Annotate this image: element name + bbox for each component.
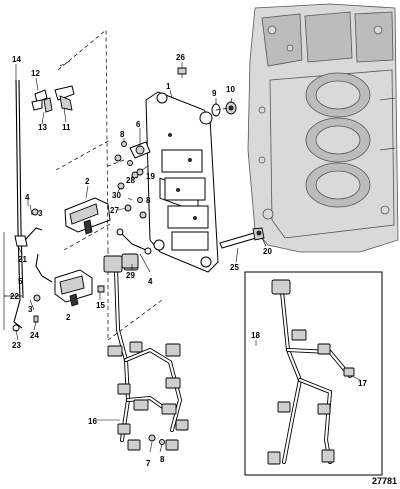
callout-8: 8 <box>120 130 125 139</box>
callout-10: 10 <box>226 85 235 94</box>
hardware-items <box>12 67 267 445</box>
callout-18: 18 <box>251 331 260 340</box>
callout-11: 11 <box>62 123 71 132</box>
callout-4: 4 <box>25 193 30 202</box>
leader-lines <box>3 62 361 453</box>
callout-16: 16 <box>88 417 97 426</box>
callout-22: 22 <box>10 292 19 301</box>
callout-3: 3 <box>28 305 33 314</box>
callout-25: 25 <box>230 263 239 272</box>
callout-28: 28 <box>126 176 135 185</box>
callout-9: 9 <box>212 89 217 98</box>
callout-19: 19 <box>146 172 155 181</box>
callout-14: 14 <box>12 55 21 64</box>
callout-21: 21 <box>18 255 27 264</box>
callout-1: 1 <box>166 82 171 91</box>
callout-23: 23 <box>12 341 21 350</box>
callout-13: 13 <box>38 123 47 132</box>
callout-4: 4 <box>148 277 153 286</box>
callout-6: 6 <box>136 120 141 129</box>
callout-12: 12 <box>31 69 40 78</box>
figure-number: 27781 <box>372 476 397 486</box>
callout-29: 29 <box>126 271 135 280</box>
ignition-coils <box>35 197 111 307</box>
callout-5: 5 <box>18 277 23 286</box>
callout-labels: 1 2 2 3 3 4 4 5 6 7 8 8 8 9 10 11 12 13 … <box>10 53 397 486</box>
callout-8: 8 <box>160 455 165 464</box>
callout-24: 24 <box>30 331 39 340</box>
callout-2: 2 <box>66 313 71 322</box>
inset-harness-box <box>244 271 383 476</box>
callout-20: 20 <box>263 247 272 256</box>
wiring-harness <box>103 228 189 451</box>
callout-17: 17 <box>358 379 367 388</box>
callout-2: 2 <box>85 177 90 186</box>
callout-15: 15 <box>96 301 105 310</box>
callout-8: 8 <box>146 196 151 205</box>
callout-7: 7 <box>146 459 151 468</box>
callout-3: 3 <box>38 209 43 218</box>
callout-27: 27 <box>110 206 119 215</box>
callout-30: 30 <box>112 191 121 200</box>
mounting-plate <box>145 91 219 273</box>
callout-26: 26 <box>176 53 185 62</box>
engine-block <box>247 3 399 253</box>
